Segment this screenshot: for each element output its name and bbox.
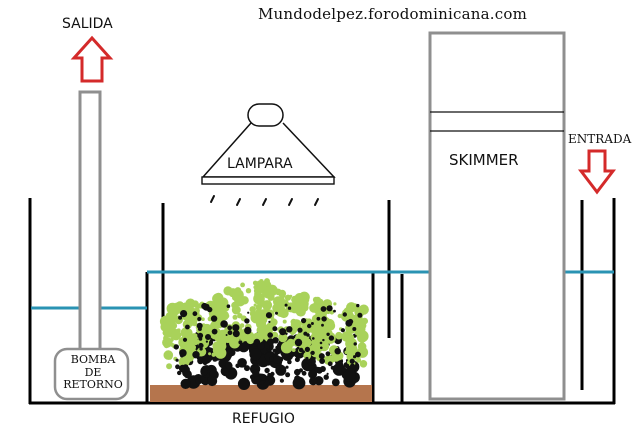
label-skimmer: SKIMMER — [449, 151, 519, 169]
label-lampara: LAMPARA — [227, 156, 293, 172]
up-arrow-icon — [70, 35, 114, 83]
down-arrow-icon — [577, 149, 617, 195]
tank-outline — [28, 198, 616, 405]
lamp-icon — [201, 103, 336, 185]
source-watermark: Mundodelpez.forodominicana.com — [258, 5, 528, 23]
label-entrada: ENTRADA — [568, 132, 632, 146]
skimmer-body — [428, 31, 566, 401]
label-bomba-line-3: RETORNO — [63, 378, 123, 392]
label-refugio: REFUGIO — [232, 411, 295, 427]
label-salida: SALIDA — [62, 16, 113, 32]
return-pipe — [78, 90, 102, 356]
label-bomba-de-retorno: BOMBA DE RETORNO — [54, 353, 132, 392]
label-bomba-line-2: DE — [84, 365, 102, 379]
macroalgae — [159, 278, 369, 390]
return-pump — [53, 347, 130, 401]
label-bomba-line-1: BOMBA — [70, 353, 116, 366]
refugium-substrate — [150, 385, 372, 402]
light-ray-icon — [210, 195, 319, 206]
